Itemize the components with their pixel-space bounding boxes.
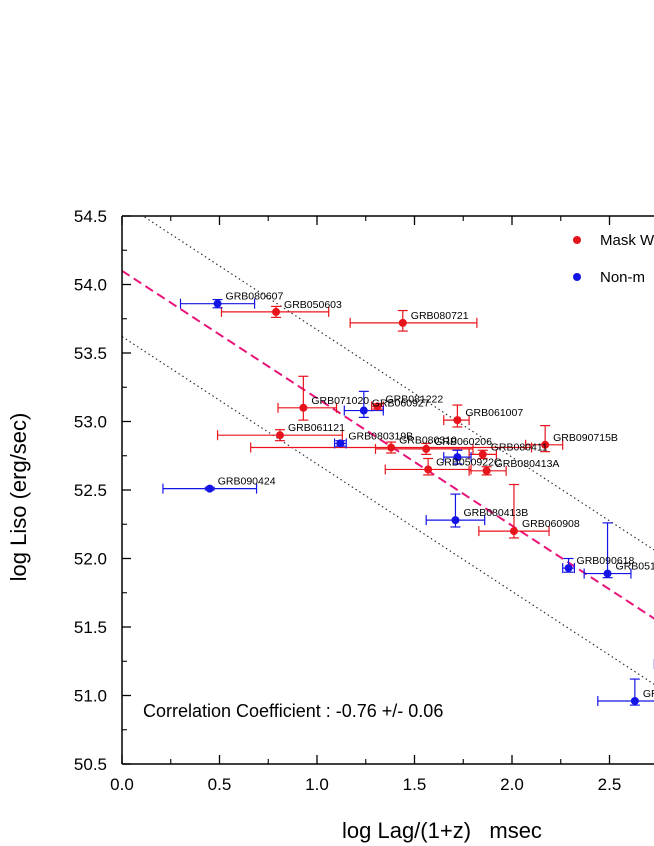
point-label: GRB050922C — [436, 456, 502, 468]
data-point — [205, 484, 214, 493]
data-point — [603, 569, 612, 578]
data-point — [564, 564, 573, 573]
point-label: GRB080413B — [463, 507, 528, 519]
x-tick-label: 0.5 — [208, 775, 232, 794]
y-tick-label: 51.0 — [74, 687, 107, 706]
data-point — [213, 299, 222, 308]
x-axis-title: log Lag/(1+z) msec — [342, 818, 542, 843]
legend: Mask W Non-m — [573, 232, 654, 286]
legend-marker — [573, 273, 581, 281]
point-label: GRB080607 — [226, 291, 284, 303]
data-point — [359, 406, 368, 415]
data-point — [453, 453, 462, 462]
legend-label: Mask W — [600, 232, 654, 249]
point-label: GRB090618 — [577, 555, 635, 567]
x-tick-label: 2.0 — [500, 775, 524, 794]
point-label: GRB060206 — [434, 436, 492, 448]
data-point — [451, 516, 460, 525]
data-point — [424, 465, 433, 474]
x-tick-label: 2.5 — [598, 775, 622, 794]
confidence-band-line-1 — [141, 216, 654, 551]
regression-fit-line — [122, 269, 654, 620]
x-tick-label: 0.0 — [110, 775, 134, 794]
data-point — [336, 439, 345, 448]
y-tick-label: 53.0 — [74, 413, 107, 432]
point-label: GRB080319B — [348, 430, 413, 442]
point-label: GRB061007 — [465, 407, 523, 419]
x-tick-label: 1.5 — [403, 775, 427, 794]
point-label: GRB050603 — [284, 299, 342, 311]
point-label: GRB060927 — [372, 398, 430, 410]
data-point — [630, 696, 639, 705]
point-label: GRB060908 — [522, 518, 580, 530]
y-tick-label: 52.0 — [74, 550, 107, 569]
y-axis-title: log Liso (erg/sec) — [6, 413, 31, 582]
data-point — [299, 403, 308, 412]
point-label: GRB051 — [616, 561, 654, 573]
data-point — [373, 402, 382, 411]
x-tick-label: 1.0 — [305, 775, 329, 794]
y-tick-label: 53.5 — [74, 344, 107, 363]
confidence-band-line-2 — [122, 336, 654, 685]
y-tick-label: 54.0 — [74, 276, 107, 295]
point-label: GRB080721 — [411, 310, 469, 322]
legend-marker — [573, 236, 581, 244]
data-point — [275, 431, 284, 440]
point-label: GRB090424 — [218, 476, 276, 488]
data-point — [422, 444, 431, 453]
correlation-annotation: Correlation Coefficient : -0.76 +/- 0.06 — [143, 701, 443, 721]
data-point — [387, 443, 396, 452]
point-label: GRB081222 — [385, 393, 443, 405]
data-point — [482, 466, 491, 475]
point-label: GRB090715B — [553, 432, 618, 444]
point-label: GR — [643, 688, 654, 700]
data-point — [398, 318, 407, 327]
point-label: GRB080411 — [491, 441, 548, 453]
point-label: GRB080413A — [495, 458, 560, 470]
y-tick-label: 51.5 — [74, 618, 107, 637]
legend-label: Non-m — [600, 269, 645, 286]
y-tick-label: 50.5 — [74, 755, 107, 774]
point-label: GRB071020 — [311, 395, 369, 407]
point-label: GRB080310 — [399, 435, 457, 447]
point-label: GRB061121 — [288, 422, 345, 434]
y-tick-label: 54.5 — [74, 207, 107, 226]
data-point — [478, 450, 487, 459]
data-point — [509, 527, 518, 536]
data-point — [453, 416, 462, 425]
data-point — [272, 307, 281, 316]
data-point — [541, 440, 550, 449]
y-tick-label: 52.5 — [74, 481, 107, 500]
